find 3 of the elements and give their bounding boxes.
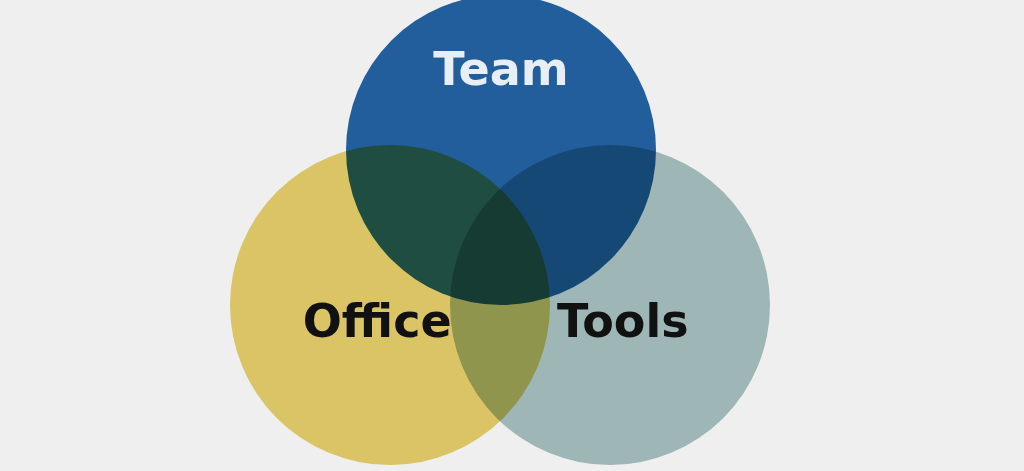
set-label: Team <box>433 42 569 97</box>
set-label: Office <box>302 294 452 348</box>
set-label: Tools <box>557 294 689 348</box>
